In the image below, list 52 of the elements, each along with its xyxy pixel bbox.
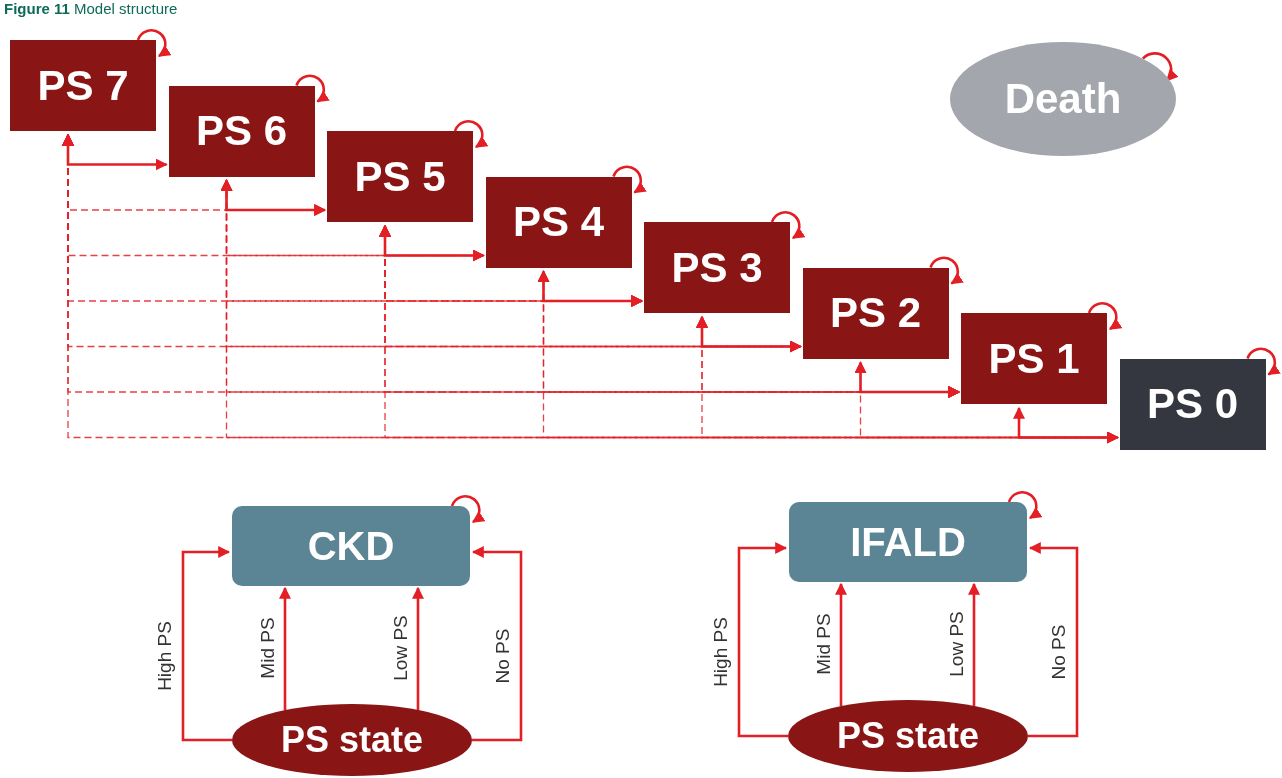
transition-arrow <box>537 270 644 307</box>
self-loop-arrow <box>136 29 172 57</box>
transition-arrow <box>1028 542 1079 738</box>
figure-title: Figure 11 Model structure <box>4 0 178 17</box>
transition-arrow <box>379 224 485 262</box>
state-box <box>485 176 632 268</box>
state-label: PS 1 <box>988 334 1080 383</box>
state-box <box>961 313 1107 404</box>
transition-arrow <box>835 582 847 707</box>
transition-arrow <box>471 546 523 742</box>
state-ellipse <box>788 700 1028 772</box>
state-box <box>10 40 156 131</box>
state-label: PS 6 <box>195 107 288 155</box>
self-loop-arrow <box>929 256 964 285</box>
state-box <box>802 267 949 359</box>
condition-box <box>232 506 470 586</box>
transition-arrow <box>737 542 788 738</box>
state-label: PS 3 <box>671 243 763 292</box>
state-label: PS 7 <box>37 61 129 110</box>
state-box <box>1119 358 1266 450</box>
state-label: PS 5 <box>354 152 446 201</box>
state-box <box>327 131 473 222</box>
transition-arrow <box>1013 406 1119 444</box>
self-loop-arrow <box>1246 347 1281 376</box>
transition-arrow <box>279 586 291 711</box>
self-loop-arrow <box>612 165 647 194</box>
state-label: Death <box>1004 75 1122 123</box>
transition-arrow <box>181 546 232 742</box>
condition-box <box>789 502 1027 582</box>
state-box <box>644 222 790 313</box>
state-box <box>168 85 315 177</box>
self-loop-arrow <box>1007 491 1043 519</box>
transition-arrow <box>968 582 980 706</box>
state-label: PS 2 <box>829 289 922 337</box>
state-label: PS state <box>836 715 980 757</box>
transition-arrow <box>696 315 802 353</box>
self-loop-arrow <box>295 74 330 103</box>
state-ellipse <box>950 42 1176 156</box>
state-label: PS 0 <box>1146 380 1239 428</box>
state-label: CKD <box>307 523 395 569</box>
state-label: IFALD <box>850 519 966 565</box>
self-loop-arrow <box>770 211 806 239</box>
transition-arrow <box>220 179 327 216</box>
self-loop-arrow <box>450 495 486 523</box>
transition-arrow <box>854 361 961 398</box>
state-ellipse <box>232 704 472 776</box>
state-label: PS 4 <box>512 198 605 246</box>
self-loop-arrow <box>1087 302 1123 330</box>
state-label: PS state <box>280 719 424 761</box>
transition-arrow <box>412 586 424 710</box>
self-loop-arrow <box>1142 52 1179 82</box>
self-loop-arrow <box>453 120 489 148</box>
